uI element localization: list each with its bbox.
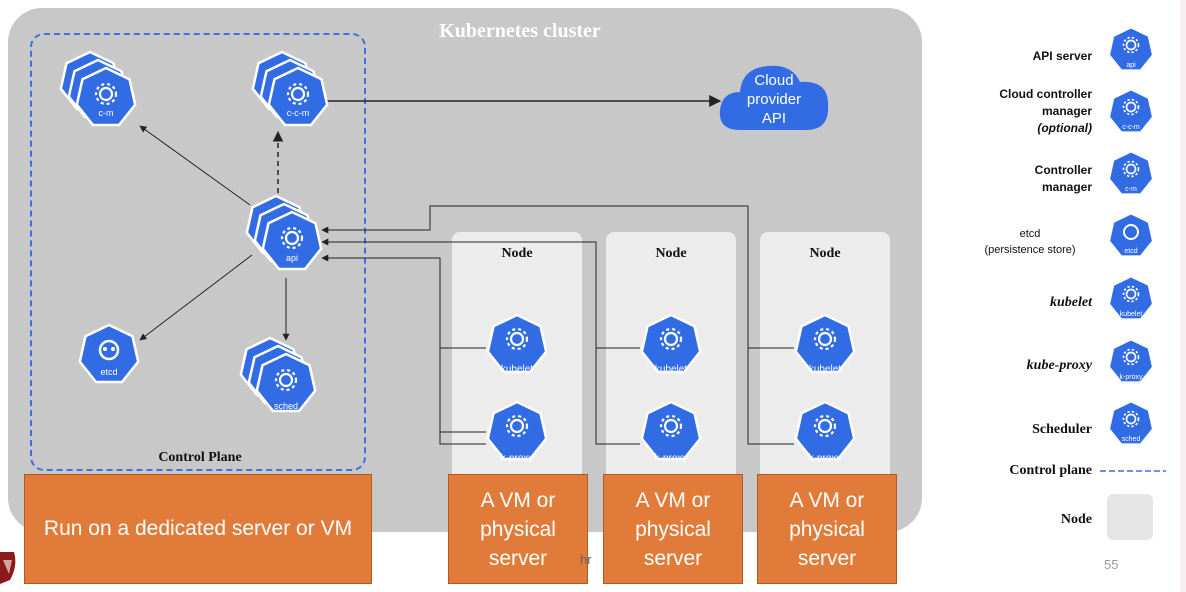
cloud-provider-icon xyxy=(719,65,829,130)
legend-ccm-icon-label: c-c-m xyxy=(1122,124,1140,131)
dedicated-server-callout: Run on a dedicated server or VM xyxy=(24,474,372,584)
legend-node-label: Node xyxy=(1060,512,1092,527)
api-to-cm-arrow xyxy=(139,125,251,206)
node-title-1: Node xyxy=(501,246,533,261)
university-logo xyxy=(0,552,16,584)
node-title-3: Node xyxy=(809,246,841,261)
cm-icon-label: c-m xyxy=(99,108,114,118)
node2-proxy-line xyxy=(595,348,640,445)
legend-etcd-icon xyxy=(1108,212,1154,258)
node1-proxy-line xyxy=(439,431,486,444)
api-server-icon xyxy=(245,194,323,271)
legend-control-plane-label: Control plane xyxy=(1009,463,1092,478)
footer-text-fragment: hr xyxy=(580,552,592,567)
node1-kubelet-to-api-line xyxy=(321,254,486,349)
legend-ccm-label: Cloud controller manager (optional) xyxy=(932,86,1092,137)
cloud-label-line2: provider xyxy=(747,91,801,108)
node2-kubelet-to-api-line xyxy=(321,238,640,349)
legend-api-icon-label: api xyxy=(1126,62,1136,69)
legend-sched-icon-label: sched xyxy=(1122,436,1141,443)
legend-cm-icon-label: c-m xyxy=(1125,186,1137,193)
control-plane-boundary xyxy=(30,33,366,471)
legend-cm-line1: Controller xyxy=(1034,163,1092,177)
cloud-label-line3: API xyxy=(762,110,786,127)
node1-host-callout: A VM or physical server xyxy=(448,474,588,584)
sched-icon-label: sched xyxy=(274,401,298,411)
ccm-icon-label: c-c-m xyxy=(287,108,310,118)
legend-scheduler-label: Scheduler xyxy=(1032,422,1092,437)
legend-node-swatch xyxy=(1107,494,1153,540)
node3-host-callout: A VM or physical server xyxy=(757,474,897,584)
node2-kubelet-label: kubelet xyxy=(655,364,687,375)
node3-kubelet-to-api-line xyxy=(321,205,794,349)
node-title-2: Node xyxy=(655,246,687,261)
legend-ccm-line1: Cloud controller xyxy=(999,87,1092,101)
legend-ccm-line3: (optional) xyxy=(1037,121,1092,135)
legend-kubelet-label: kubelet xyxy=(1050,295,1092,310)
control-plane-label: Control Plane xyxy=(158,450,242,465)
node2-kube-proxy-icon xyxy=(640,400,702,461)
legend-kubelet-icon-label: kubelet xyxy=(1120,311,1143,318)
legend-cm-line2: manager xyxy=(1041,180,1092,194)
node3-proxy-label: k-proxy xyxy=(809,453,842,464)
legend-etcd-icon-label: etcd xyxy=(1124,248,1137,255)
cluster-title: Kubernetes cluster xyxy=(439,20,601,42)
api-to-etcd-arrow xyxy=(139,254,253,341)
node3-kube-proxy-icon xyxy=(794,400,856,461)
legend-etcd-line2: (persistence store) xyxy=(984,244,1076,256)
node2-proxy-label: k-proxy xyxy=(655,453,688,464)
legend-kube-proxy-label: kube-proxy xyxy=(1026,358,1092,373)
api-icon-label: api xyxy=(286,253,298,263)
node3-proxy-line xyxy=(747,348,794,445)
node1-proxy-label: k-proxy xyxy=(501,453,534,464)
page-number: 55 xyxy=(1104,557,1119,572)
slide-edge-decoration xyxy=(1180,0,1186,592)
legend-etcd-label: etcd (persistence store) xyxy=(960,226,1100,258)
etcd-icon-label: etcd xyxy=(100,367,117,377)
node1-kube-proxy-icon xyxy=(486,400,548,461)
legend-ccm-line2: manager xyxy=(1041,104,1092,118)
legend-proxy-icon-label: k-proxy xyxy=(1120,374,1143,381)
legend-etcd-line1: etcd xyxy=(1019,228,1041,240)
etcd-icon xyxy=(78,323,140,384)
legend-api-server-label: API server xyxy=(1032,49,1092,63)
legend-cm-label: Controller manager xyxy=(932,162,1092,196)
node1-kubelet-label: kubelet xyxy=(501,364,533,375)
node3-kubelet-label: kubelet xyxy=(809,364,841,375)
cloud-label-line1: Cloud xyxy=(754,72,793,89)
node2-host-callout: A VM or physical server xyxy=(603,474,743,584)
